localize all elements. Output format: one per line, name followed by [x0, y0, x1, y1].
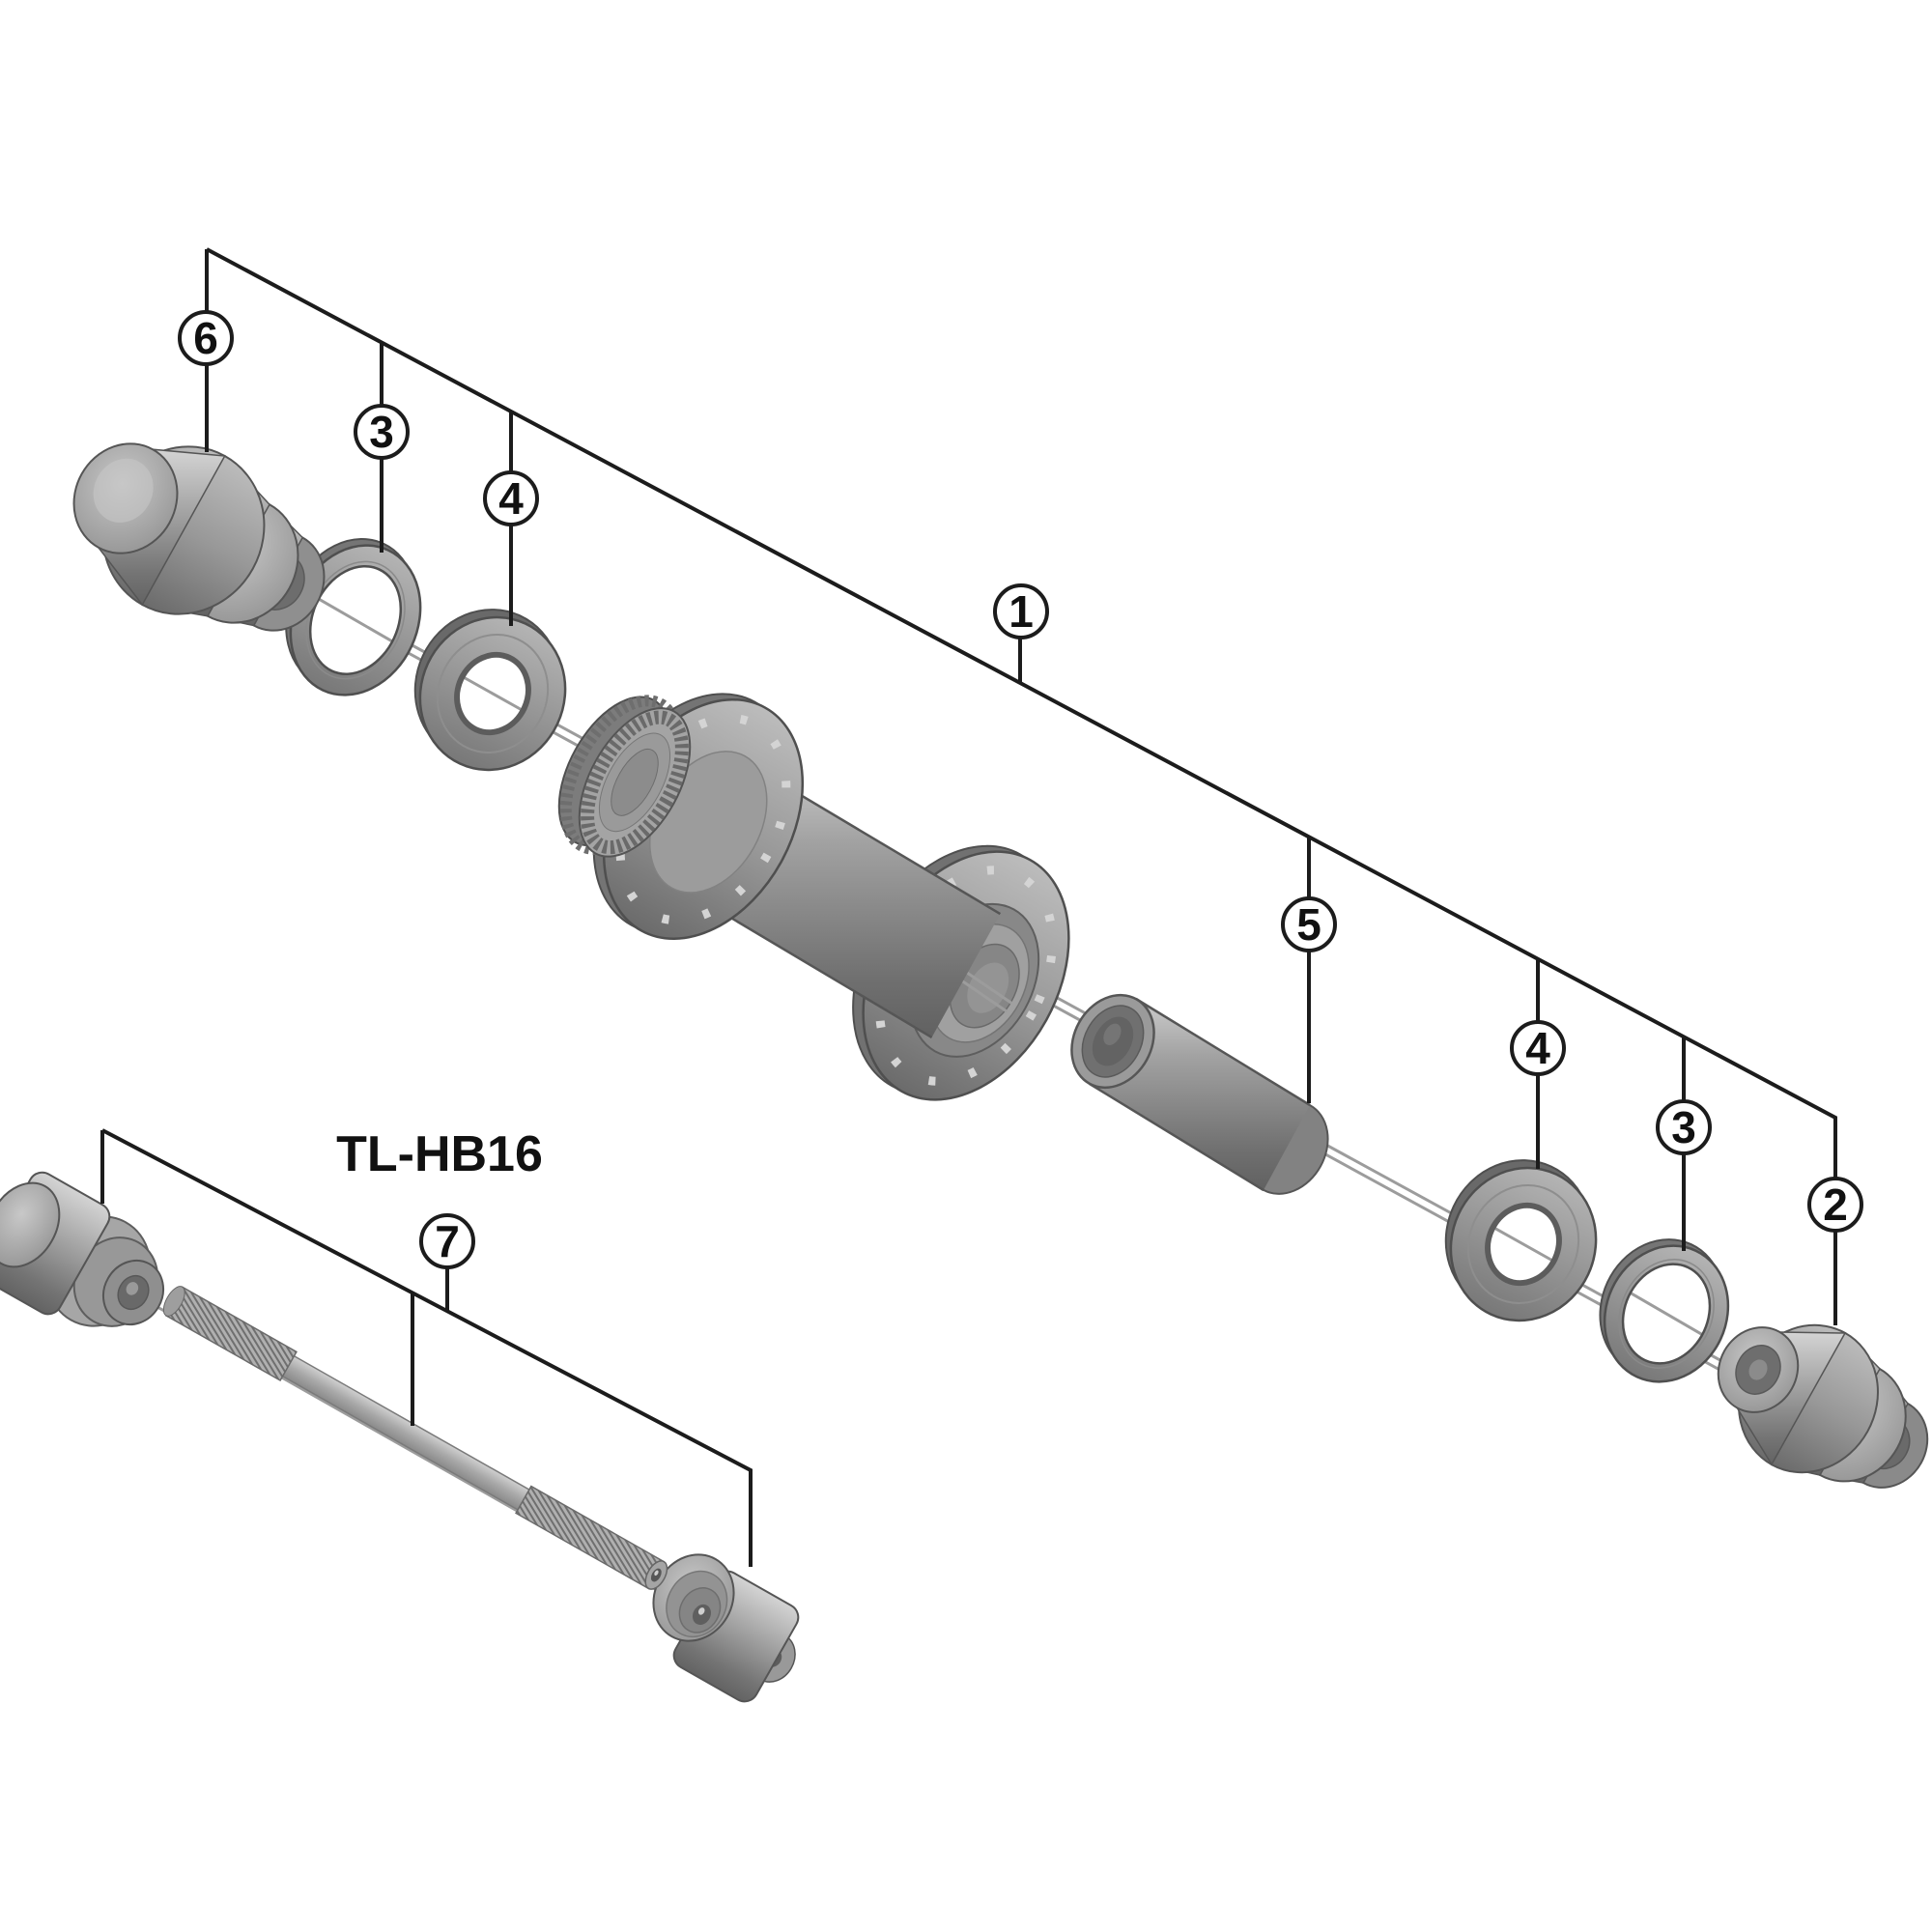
callout-4: 4: [483, 470, 539, 526]
callout-3: 3: [354, 404, 410, 460]
part-seal-ring-right: [1599, 1238, 1730, 1383]
part-axle-tube: [1070, 993, 1329, 1195]
part-bearing-right: [1444, 1159, 1598, 1322]
part-end-cap-right: [1717, 1323, 1929, 1489]
callout-1: 1: [993, 583, 1049, 639]
callout-number: 4: [1525, 1023, 1550, 1073]
model-label: TL-HB16: [336, 1126, 543, 1182]
callout-7: 7: [419, 1213, 475, 1269]
callout-layer: 6 3 4 1 5 4 3 2 7: [178, 310, 1863, 1269]
part-end-cap-left: [72, 442, 326, 632]
callout-number: 1: [1009, 586, 1034, 637]
part-quick-release-skewer: [0, 1171, 800, 1703]
hub-centerlock-spline-ring: [557, 695, 692, 858]
callout-2: 2: [1807, 1177, 1863, 1233]
callout-number: 7: [435, 1216, 460, 1266]
part-bearing-left: [413, 609, 567, 772]
callout-number: 6: [193, 313, 218, 363]
callout-number: 3: [369, 407, 394, 457]
skewer-rod: [162, 1286, 668, 1590]
callout-5: 5: [1281, 896, 1337, 952]
callout-4: 4: [1510, 1020, 1566, 1076]
callout-number: 3: [1671, 1102, 1696, 1152]
skewer-nut-left: [0, 1171, 165, 1327]
part-hub-shell: [557, 693, 1070, 1101]
callout-number: 4: [498, 473, 524, 524]
callout-6: 6: [178, 310, 234, 366]
callout-3: 3: [1656, 1099, 1712, 1155]
callout-number: 5: [1296, 899, 1321, 950]
callout-number: 2: [1823, 1179, 1848, 1230]
axle-axis-line: [134, 568, 1831, 1650]
skewer-nut-right: [652, 1553, 800, 1703]
